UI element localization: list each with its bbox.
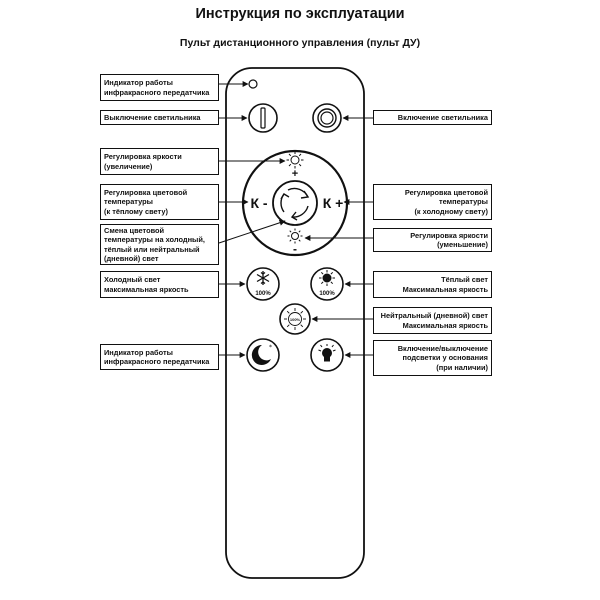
label-neutral-max: Нейтральный (дневной) свет Максимальная … <box>373 307 492 334</box>
power-on-icon <box>317 108 337 128</box>
neutral-percent: 100% <box>290 317 301 322</box>
sun-up-icon <box>286 151 304 169</box>
plus-label: + <box>292 168 298 180</box>
warm-sun-icon <box>319 270 335 286</box>
label-temp-cycle: Смена цветовой температуры на холодный, … <box>100 224 219 265</box>
label-brightness-down: Регулировка яркости (уменьшение) <box>373 228 492 252</box>
power-on-button[interactable] <box>312 103 342 133</box>
label-temp-warm: Регулировка цветовой температуры (к тёпл… <box>100 184 219 220</box>
k-minus-button[interactable]: К - <box>250 195 267 211</box>
label-brightness-up: Регулировка яркости (увеличение) <box>100 148 219 175</box>
bulb-icon <box>318 344 336 362</box>
minus-label: - <box>293 242 297 256</box>
warm-percent: 100% <box>319 291 335 297</box>
night-mode-button[interactable]: * <box>246 338 280 372</box>
temp-cycle-button[interactable] <box>272 180 318 226</box>
page-subtitle: Пульт дистанционного управления (пульт Д… <box>179 37 421 49</box>
cold-max-button[interactable]: 100% <box>246 267 280 301</box>
cold-percent: 100% <box>255 291 271 297</box>
neutral-sun-icon <box>284 308 306 330</box>
sun-down-icon <box>287 228 303 244</box>
snowflake-icon <box>256 271 270 285</box>
power-off-button[interactable] <box>248 103 278 133</box>
star-icon: * <box>269 344 272 351</box>
page-title: Инструкция по эксплуатации <box>195 6 405 22</box>
moon-icon <box>251 344 271 365</box>
leader-arrows <box>218 81 373 358</box>
label-power-on: Включение светильника <box>373 110 492 125</box>
neutral-max-button[interactable]: 100% <box>279 303 311 335</box>
warm-max-button[interactable]: 100% <box>310 267 344 301</box>
power-off-icon <box>260 107 266 129</box>
ir-indicator-icon <box>248 79 258 89</box>
k-plus-button[interactable]: К + <box>323 195 344 211</box>
label-temp-cold: Регулировка цветовой температуры (к холо… <box>373 184 492 220</box>
cycle-arrows-icon <box>280 187 310 221</box>
label-warm-max: Тёплый свет Максимальная яркость <box>373 271 492 298</box>
brightness-up-button[interactable]: + <box>286 151 304 181</box>
label-power-off: Выключение светильника <box>100 110 219 125</box>
label-night-mode: Индикатор работы инфракрасного передатчи… <box>100 344 219 370</box>
backlight-button[interactable] <box>310 338 344 372</box>
label-cold-max: Холодный свет максимальная яркость <box>100 271 219 298</box>
label-backlight: Включение/выключение подсветки у основан… <box>373 340 492 376</box>
label-ir-indicator-top: Индикатор работы инфракрасного передатчи… <box>100 74 219 101</box>
brightness-down-button[interactable]: - <box>287 228 303 257</box>
